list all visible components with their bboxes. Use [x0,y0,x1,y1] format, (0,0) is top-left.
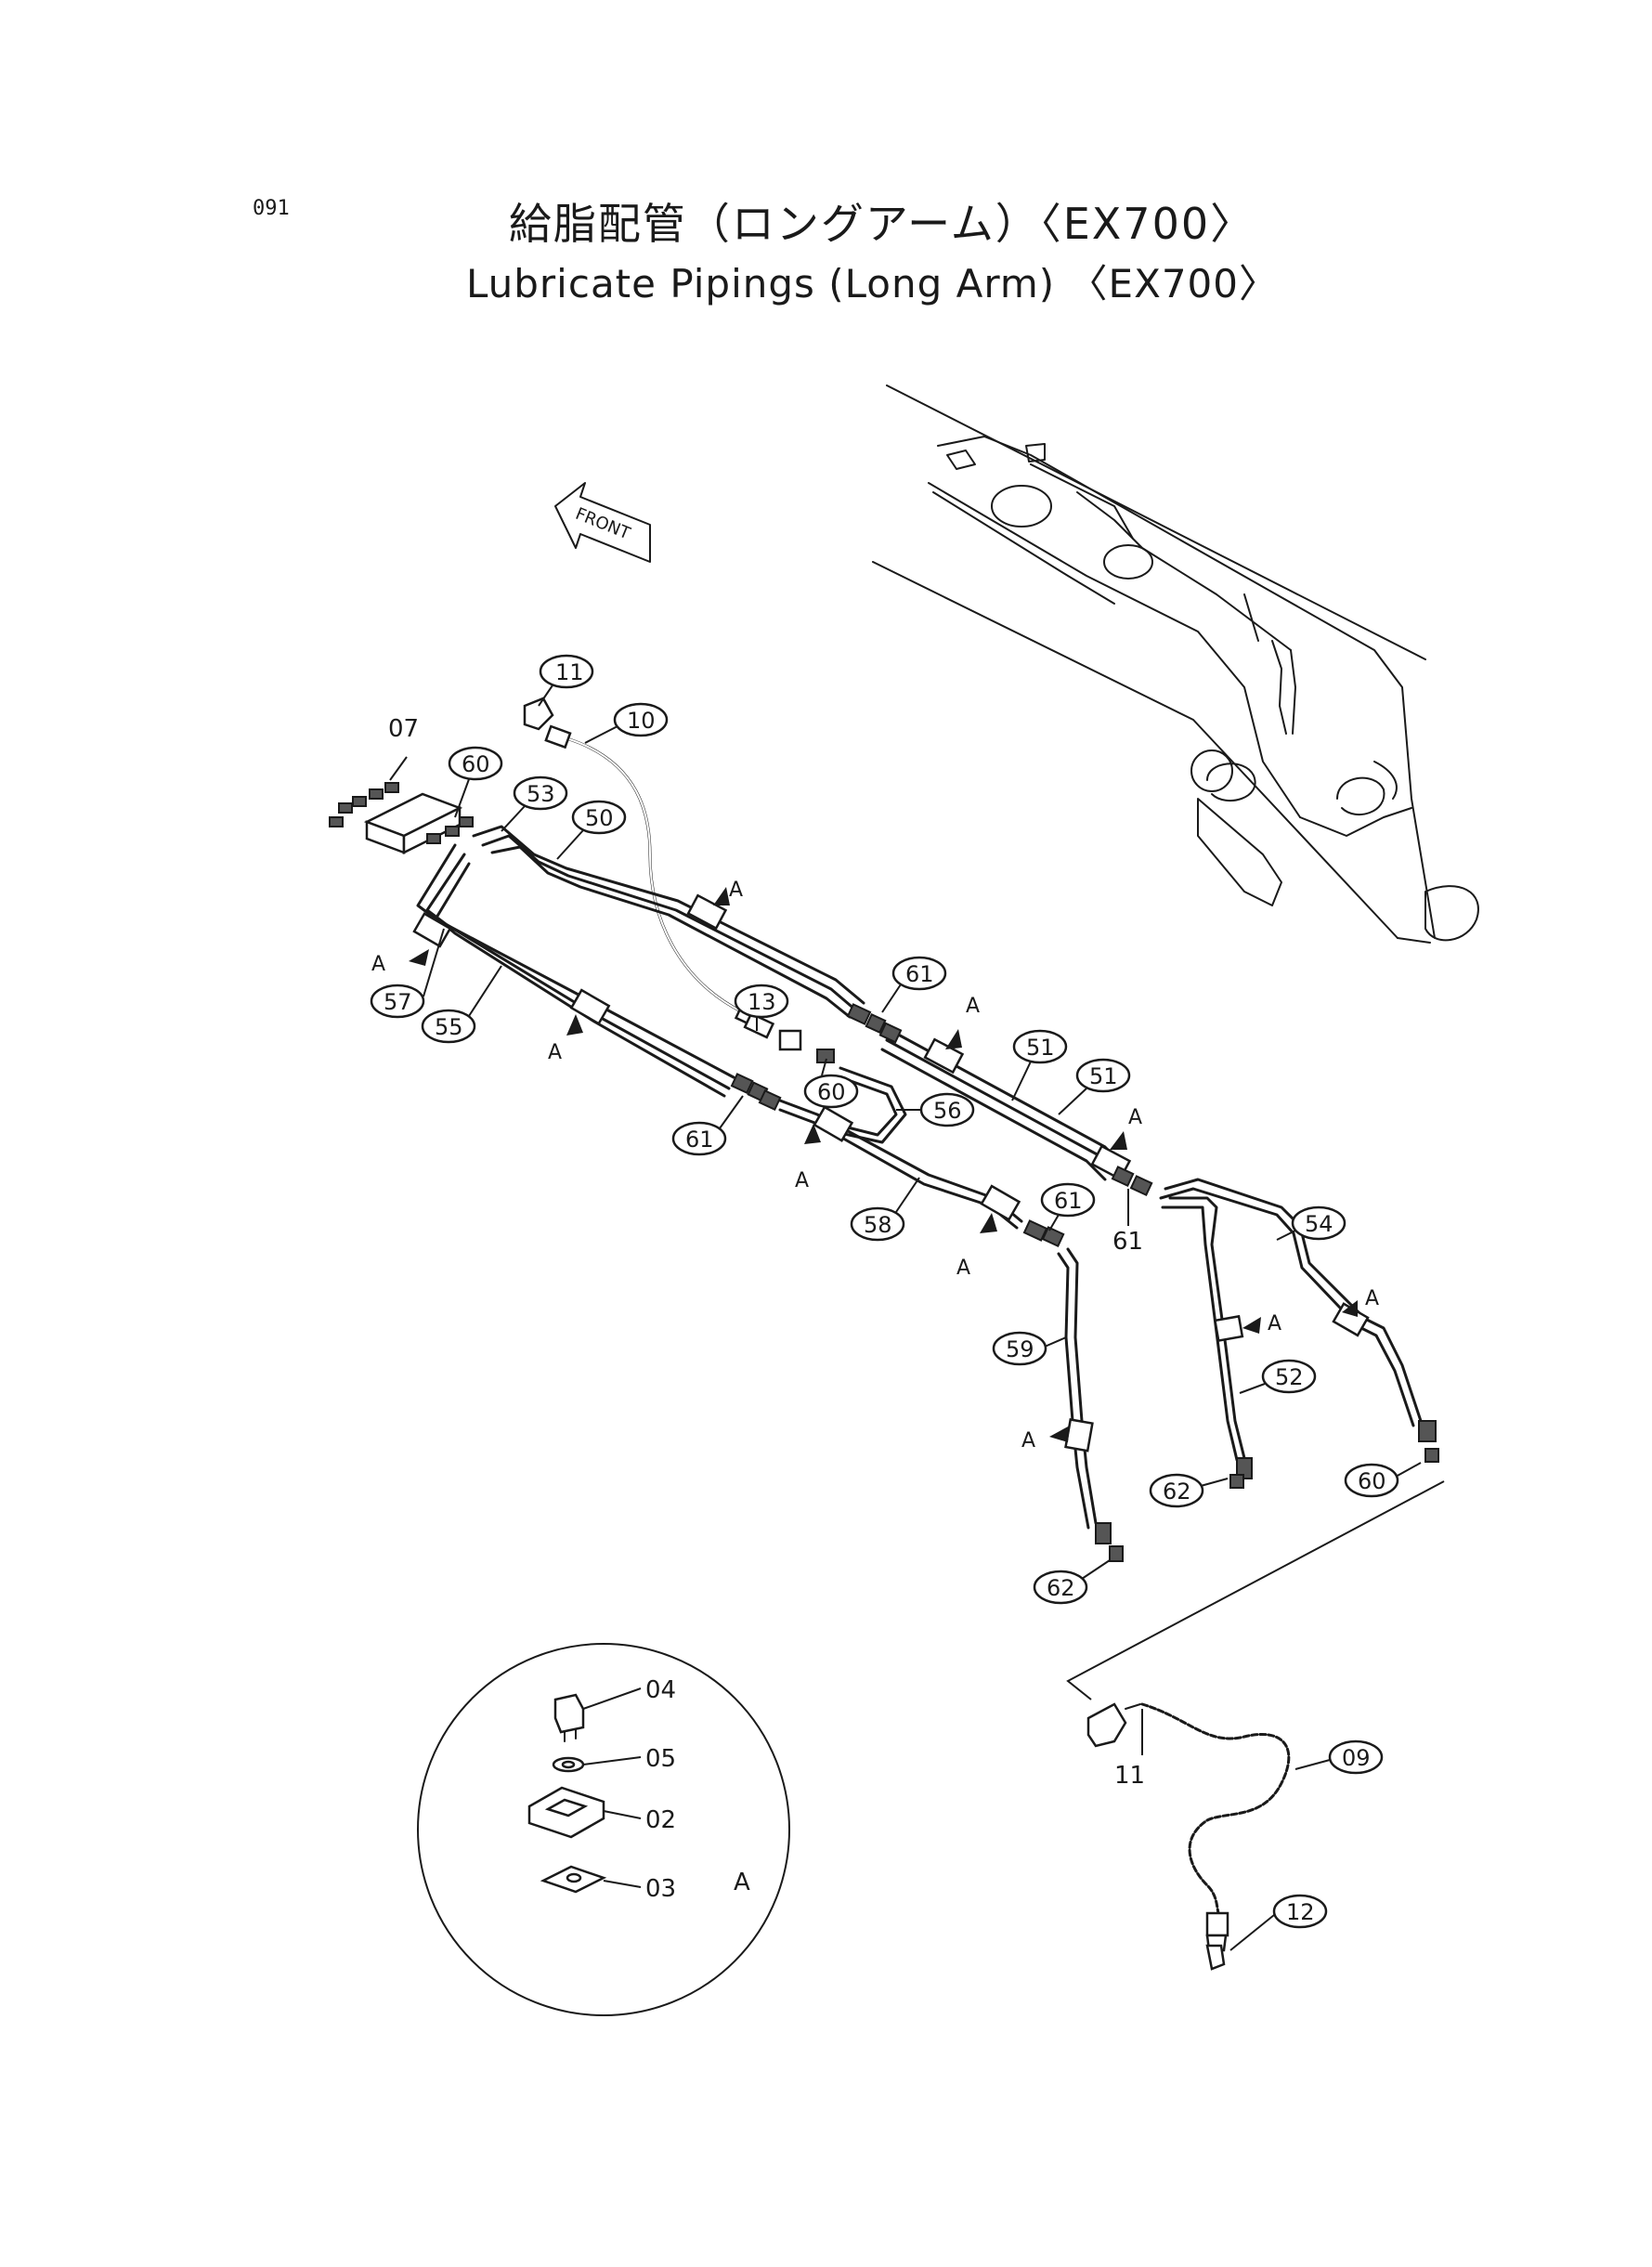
pipe-52-54 [1159,1178,1423,1462]
fittings [730,1003,1439,1562]
distributor-block [329,782,474,855]
svg-text:58: 58 [864,1212,892,1238]
svg-text:10: 10 [627,708,656,734]
clamp-marker-icon: A [945,995,980,1049]
part-label-60: 60 [462,751,490,777]
pipe-bundle-lower [412,843,735,1098]
svg-text:60: 60 [1358,1468,1386,1494]
svg-text:59: 59 [1006,1336,1034,1362]
svg-text:A: A [1365,1287,1379,1310]
svg-text:A: A [795,1169,809,1192]
svg-text:11: 11 [1114,1762,1145,1790]
front-label: FRONT [573,504,634,544]
pipe-bundle-upper [472,825,1132,1181]
page-number: 091 [253,197,290,220]
svg-text:03: 03 [645,1875,676,1903]
clamp-marker-icon: A [1110,1106,1142,1150]
svg-text:A: A [966,995,980,1018]
svg-text:55: 55 [435,1014,463,1040]
clamp-marker-icon: A [956,1213,997,1280]
detail-label: A [734,1869,750,1896]
svg-text:61: 61 [905,961,934,987]
arm-illustration [872,384,1479,944]
hose-10 [523,697,764,1029]
page-title-english: Lubricate Pipings (Long Arm) 〈EX700〉 [465,261,1280,306]
svg-text:A: A [371,953,385,976]
clamp-marker-icon: A [1242,1312,1281,1335]
svg-text:57: 57 [384,989,412,1015]
svg-text:12: 12 [1286,1899,1315,1925]
svg-text:60: 60 [817,1079,846,1105]
clamp-marker-icon: A [1342,1287,1379,1317]
svg-text:51: 51 [1089,1063,1118,1089]
svg-text:A: A [1021,1429,1035,1453]
svg-text:02: 02 [645,1806,676,1834]
svg-text:52: 52 [1275,1364,1304,1390]
svg-text:A: A [1268,1312,1281,1335]
svg-text:54: 54 [1305,1211,1333,1237]
svg-text:51: 51 [1026,1035,1055,1061]
clamp-marker-icon: A [795,1124,821,1192]
clamp-marker-icon: A [1021,1426,1070,1453]
svg-text:A: A [729,879,743,902]
clamp-markers: A A A A A A A A A A [371,879,1379,1453]
pipe-56-58-59 [778,1029,1098,1530]
svg-text:11: 11 [555,659,584,685]
svg-text:62: 62 [1047,1575,1075,1601]
svg-text:A: A [956,1257,970,1280]
svg-text:61: 61 [685,1127,714,1153]
clamp-marker-icon: A [371,949,429,976]
svg-text:04: 04 [645,1676,676,1704]
svg-text:13: 13 [748,989,776,1015]
svg-text:61: 61 [1054,1188,1083,1214]
part-bubbles: 07 60 53 50 11 10 57 55 13 60 [370,654,1422,1951]
svg-text:50: 50 [585,805,614,831]
svg-text:A: A [1128,1106,1142,1129]
svg-text:53: 53 [527,781,555,807]
detail-view-a: 04 05 02 03 A [417,1643,790,2016]
front-arrow-icon: FRONT [554,482,651,563]
svg-text:62: 62 [1163,1479,1191,1505]
svg-text:05: 05 [645,1745,676,1773]
svg-text:09: 09 [1342,1745,1371,1771]
clamp-marker-icon: A [713,879,743,905]
svg-text:56: 56 [933,1098,962,1124]
clamp-marker-icon: A [548,1014,583,1064]
part-label-07: 07 [388,715,419,743]
svg-text:A: A [548,1041,562,1064]
page-title-japanese: 給脂配管（ロングアーム）〈EX700〉 [508,199,1255,249]
hose-09-assembly: 11 [1066,1480,1445,1971]
svg-text:61: 61 [1112,1228,1143,1256]
